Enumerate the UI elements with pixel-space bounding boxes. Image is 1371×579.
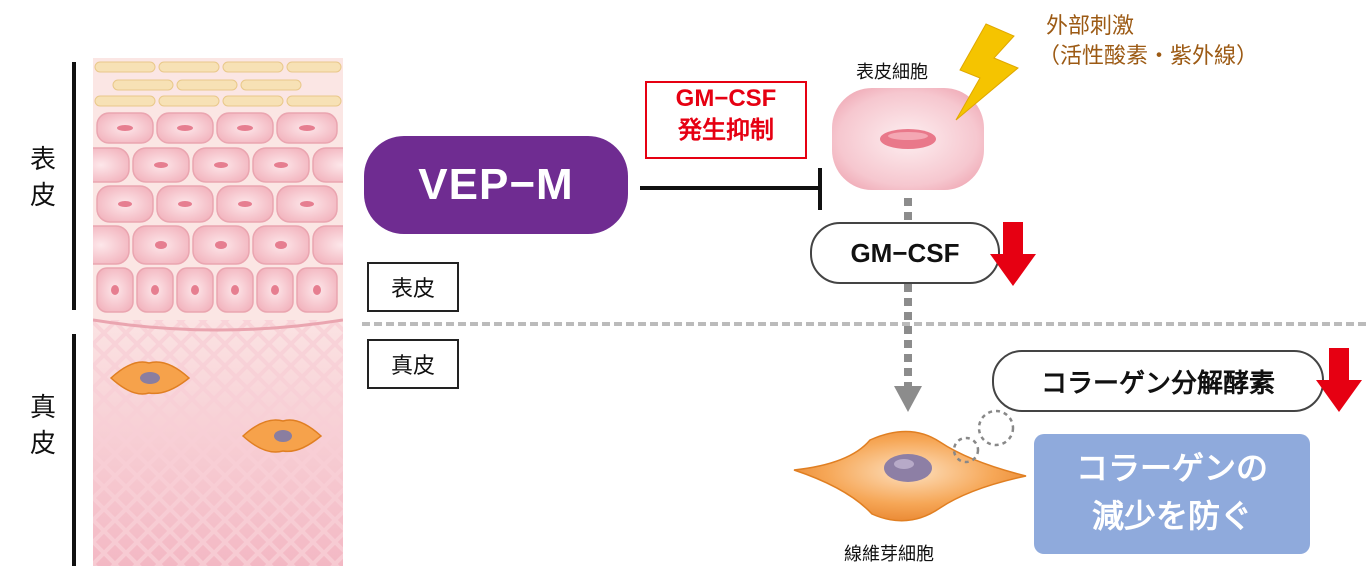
gm-csf-pill: GM−CSF <box>810 222 1000 284</box>
signal-dashed-arrow <box>894 198 922 412</box>
gm-csf-down-arrow-icon <box>990 222 1036 286</box>
dermis-side-label: 真 皮 <box>29 393 56 459</box>
inhibition-line <box>640 186 820 190</box>
stimulus-line2: （活性酸素・紫外線） <box>1038 44 1259 69</box>
epidermal-cell-caption: 表皮細胞 <box>856 62 928 83</box>
gm-csf-inhibition-label: GM−CSF 発生抑制 <box>645 81 807 159</box>
collagenase-pill: コラーゲン分解酵素 <box>992 350 1324 412</box>
inhibit-line2: 発生抑制 <box>678 117 774 144</box>
inhibition-bar <box>818 168 822 210</box>
dermis-box: 真皮 <box>367 339 459 389</box>
fibroblast-illustration <box>793 430 1027 522</box>
enzyme-dashed-circles <box>952 409 1015 464</box>
result-line1: コラーゲンの <box>1075 449 1268 487</box>
result-box: コラーゲンの 減少を防ぐ <box>1034 434 1310 554</box>
epidermis-side-label: 表 皮 <box>29 145 56 211</box>
stimulus-line1: 外部刺激 <box>1046 14 1135 39</box>
collagenase-down-arrow-icon <box>1316 348 1362 412</box>
skin-section-illustration <box>93 58 343 566</box>
dermis-range-bar <box>72 334 76 566</box>
epidermis-box: 表皮 <box>367 262 459 312</box>
fibroblast-caption: 線維芽細胞 <box>844 544 934 565</box>
epidermis-range-bar <box>72 62 76 310</box>
layer-divider <box>362 322 1366 326</box>
epidermal-cell-illustration <box>832 88 984 190</box>
result-line2: 減少を防ぐ <box>1091 497 1252 535</box>
external-stimulus-label: 外部刺激 （活性酸素・紫外線） <box>1038 12 1258 72</box>
inhibit-line1: GM−CSF <box>675 85 777 112</box>
lightning-bolt-icon <box>955 23 1019 121</box>
vep-m-pill: VEP−M <box>364 136 628 234</box>
